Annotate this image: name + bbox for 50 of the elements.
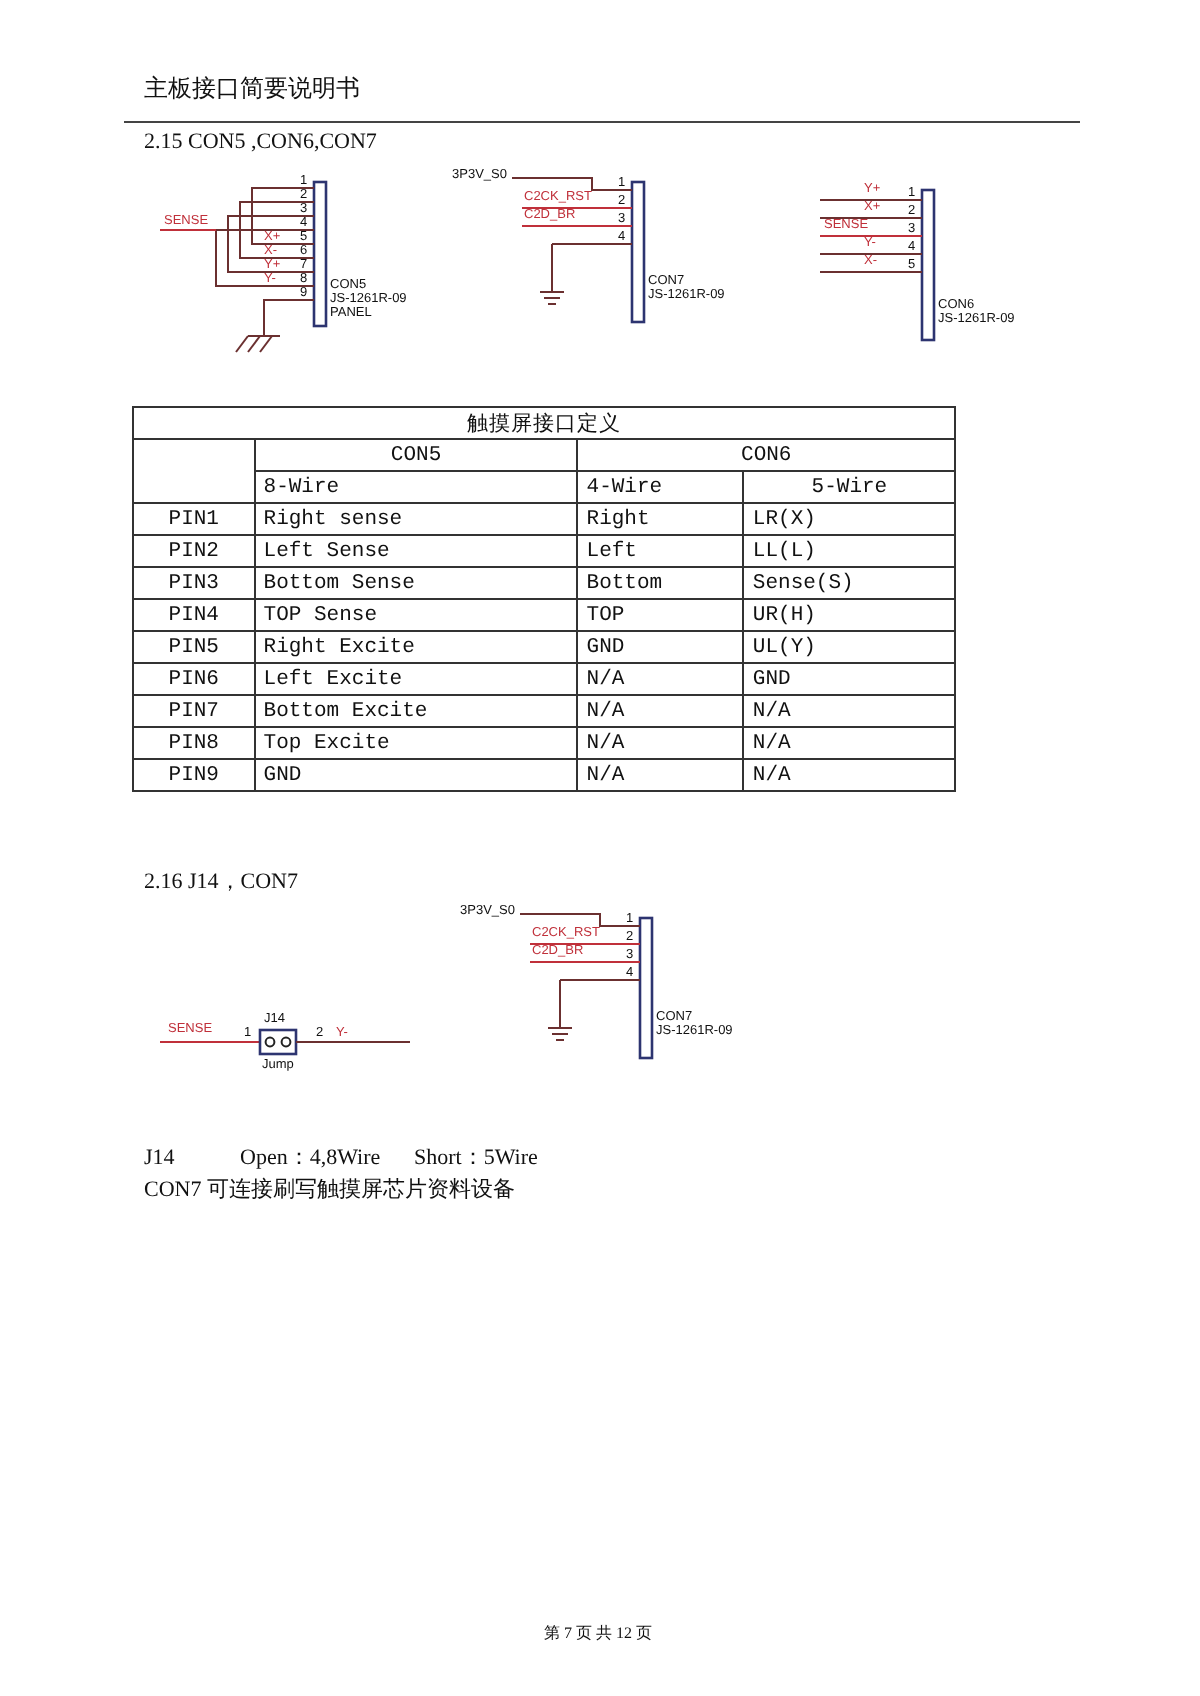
table-cell: N/A bbox=[577, 663, 744, 695]
table-cell: PIN3 bbox=[133, 567, 255, 599]
table-cell: Bottom Excite bbox=[254, 695, 578, 727]
table-cell: PIN7 bbox=[133, 695, 255, 727]
table-cell: GND bbox=[577, 631, 744, 663]
table-cell: Left Sense bbox=[254, 535, 578, 567]
table-cell: Bottom Sense bbox=[254, 567, 578, 599]
table-cell: UR(H) bbox=[743, 599, 955, 631]
table-cell: N/A bbox=[577, 759, 744, 791]
table-cell: Right Excite bbox=[254, 631, 578, 663]
table-header-cell: 5-Wire bbox=[743, 471, 955, 503]
table-cell: Bottom bbox=[577, 567, 744, 599]
table-cell: LR(X) bbox=[743, 503, 955, 535]
table-cell: PIN9 bbox=[133, 759, 255, 791]
note-text: Open：4,8Wire bbox=[240, 1148, 381, 1170]
table-header-cell: CON6 bbox=[577, 439, 955, 471]
table-cell: GND bbox=[254, 759, 578, 791]
table-cell: Left bbox=[577, 535, 744, 567]
note-text: Short：5Wire bbox=[414, 1148, 538, 1170]
table-cell: Right sense bbox=[254, 503, 578, 535]
table-cell: N/A bbox=[577, 695, 744, 727]
table-cell: GND bbox=[743, 663, 955, 695]
table-cell: PIN4 bbox=[133, 599, 255, 631]
table-cell: Left Excite bbox=[254, 663, 578, 695]
table-cell: PIN6 bbox=[133, 663, 255, 695]
table-cell: N/A bbox=[577, 727, 744, 759]
note-text: CON7 可连接刷写触摸屏芯片资料设备 bbox=[144, 1180, 515, 1202]
table-cell: PIN1 bbox=[133, 503, 255, 535]
table-cell: N/A bbox=[743, 759, 955, 791]
table-header-cell: 8-Wire bbox=[254, 471, 578, 503]
table-cell: UL(Y) bbox=[743, 631, 955, 663]
table-header-cell: 4-Wire bbox=[577, 471, 744, 503]
table-cell: TOP Sense bbox=[254, 599, 578, 631]
table-cell: PIN8 bbox=[133, 727, 255, 759]
page-number: 第 7 页 共 12 页 bbox=[544, 1626, 652, 1642]
note-text: J14 bbox=[144, 1148, 175, 1170]
table-cell: Sense(S) bbox=[743, 567, 955, 599]
table-cell: N/A bbox=[743, 727, 955, 759]
table-cell: TOP bbox=[577, 599, 744, 631]
table-title: 触摸屏接口定义 bbox=[133, 407, 955, 439]
table-cell: Top Excite bbox=[254, 727, 578, 759]
table-cell: LL(L) bbox=[743, 535, 955, 567]
table-cell: PIN2 bbox=[133, 535, 255, 567]
section-heading: 2.15 CON5 ,CON6,CON7 bbox=[144, 132, 377, 154]
page-header: 主板接口简要说明书 bbox=[144, 76, 360, 100]
section-heading: 2.16 J14，CON7 bbox=[144, 872, 299, 894]
table-cell: PIN5 bbox=[133, 631, 255, 663]
table-cell: Right bbox=[577, 503, 744, 535]
table-cell: N/A bbox=[743, 695, 955, 727]
table-header-cell: CON5 bbox=[254, 439, 578, 471]
